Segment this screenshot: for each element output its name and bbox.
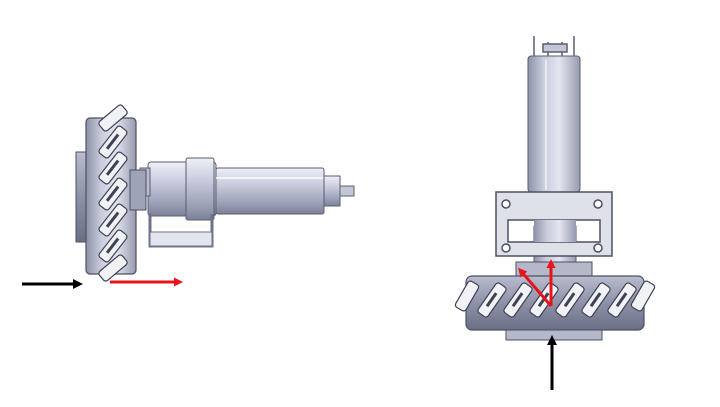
mecanum-wheel-front [454, 261, 656, 341]
mounting-plate [495, 191, 613, 257]
motor-assembly-left [139, 157, 355, 248]
force-component-diagonal [518, 267, 553, 307]
left-view [22, 104, 355, 289]
motor-terminals [533, 36, 575, 56]
mecanum-wheel-side [75, 104, 147, 282]
right-view [454, 36, 656, 390]
